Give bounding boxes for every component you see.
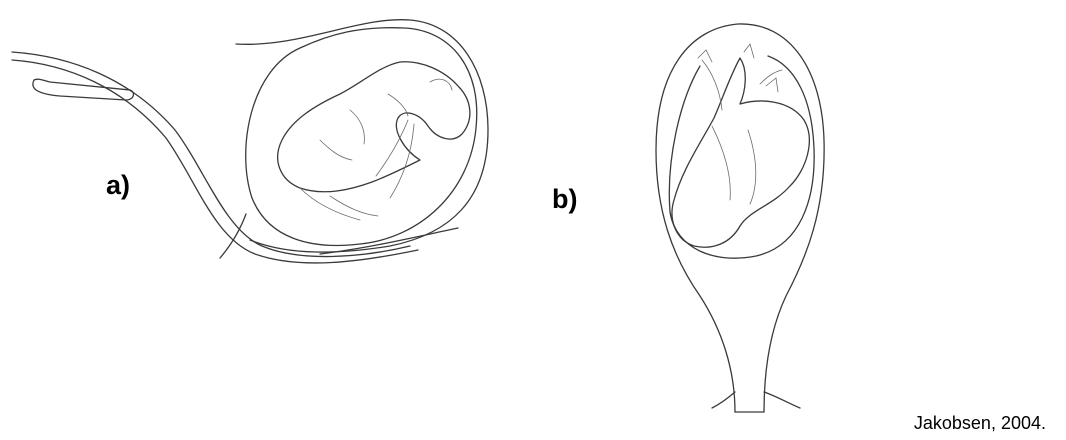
membrane-flare-right	[764, 392, 800, 408]
source-credit: Jakobsen, 2004.	[914, 413, 1046, 434]
panel-b-label: b)	[552, 186, 577, 213]
umbilical-cord-upper	[12, 52, 410, 257]
panel-a-label: a)	[106, 172, 130, 199]
fetus-skin-lines	[320, 94, 408, 160]
sac-outline	[656, 24, 824, 412]
inner-sac	[669, 56, 814, 258]
umbilical-cord-lower	[12, 60, 418, 263]
fetus-body	[278, 62, 470, 192]
fetus-ear	[430, 79, 452, 90]
placenta-stub	[33, 79, 134, 100]
fetus-hindleg	[300, 188, 378, 220]
fetus-body-b	[672, 58, 809, 247]
fetus-foreleg	[376, 120, 414, 198]
membrane-flare-left	[712, 392, 735, 408]
membrane-tail-left	[220, 214, 246, 258]
amniotic-sac	[246, 28, 477, 246]
panel-a-drawing	[12, 20, 488, 263]
fetus-hooves-b	[698, 44, 778, 92]
outer-membrane	[236, 20, 488, 252]
panel-b-drawing	[656, 24, 824, 412]
fetus-limbs-b	[702, 60, 782, 204]
